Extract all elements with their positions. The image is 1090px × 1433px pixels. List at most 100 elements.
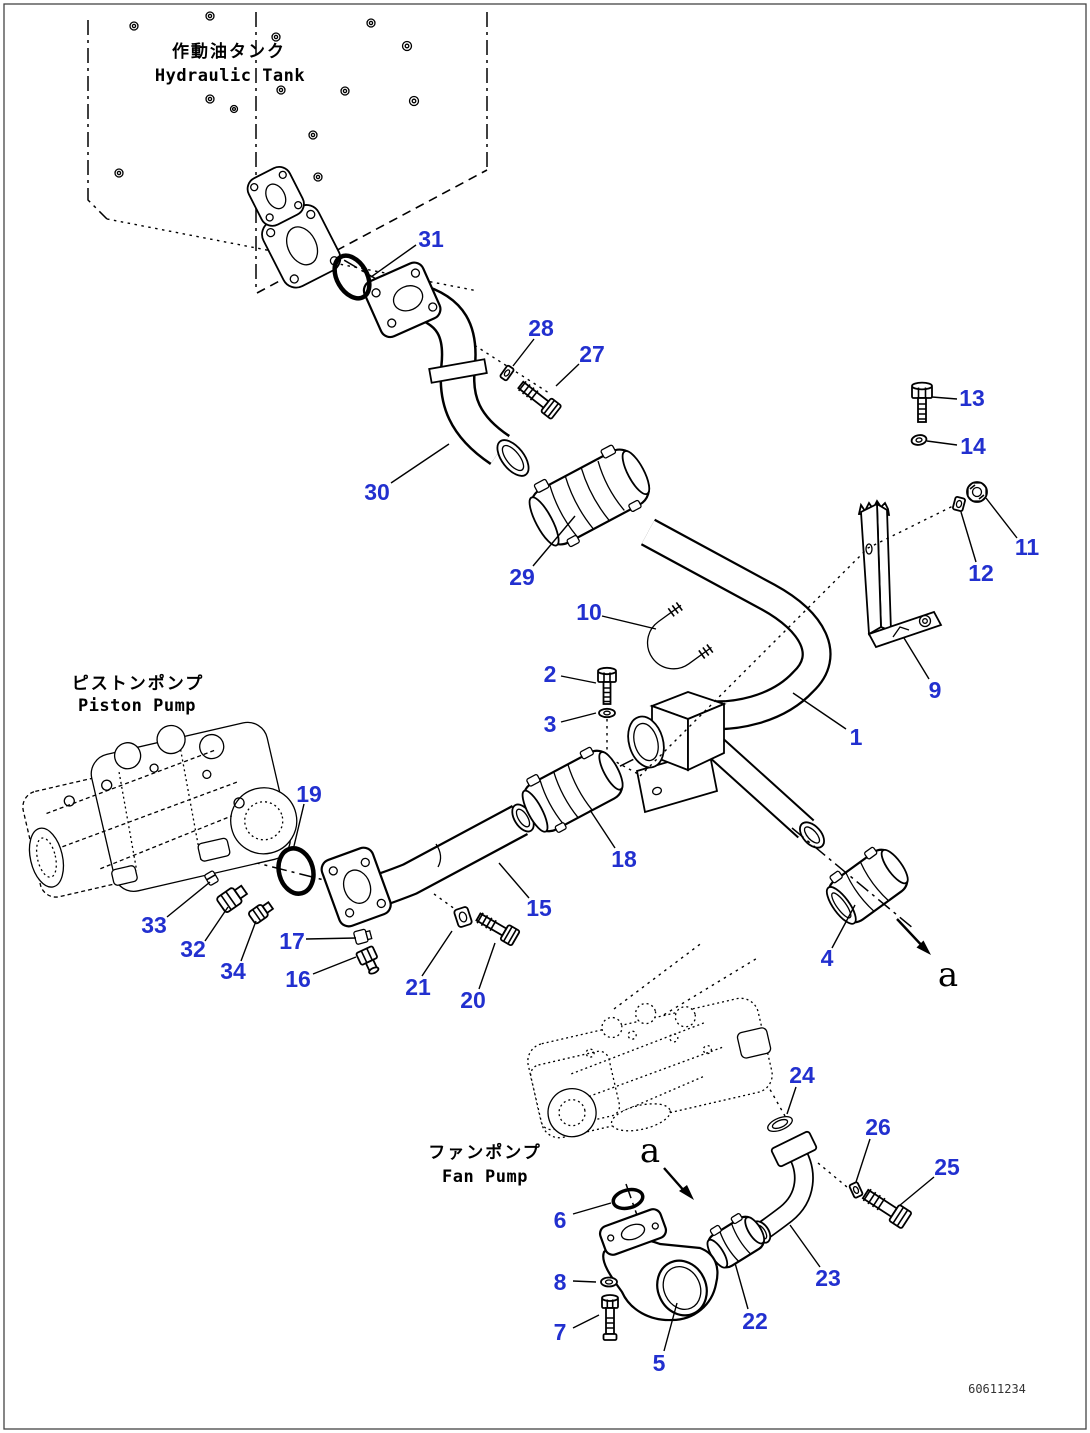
part-14-washer — [910, 434, 928, 446]
callout-5[interactable]: 5 — [653, 1350, 666, 1376]
pipe-1-open-end — [799, 821, 825, 849]
callout-2[interactable]: 2 — [544, 661, 557, 687]
callout-leader-lines — [166, 244, 1018, 1352]
tank-port-flange — [246, 166, 342, 289]
callout-28[interactable]: 28 — [528, 315, 554, 341]
leader-line-7 — [572, 1314, 600, 1329]
part-26-washer — [848, 1181, 864, 1199]
callout-32[interactable]: 32 — [180, 936, 206, 962]
leader-line-18 — [589, 809, 616, 849]
leader-line-4 — [831, 904, 856, 949]
callout-18[interactable]: 18 — [611, 846, 637, 872]
callout-20[interactable]: 20 — [460, 987, 486, 1013]
leader-line-19 — [293, 803, 305, 847]
callout-16[interactable]: 16 — [285, 966, 311, 992]
part-24-seal — [767, 1115, 793, 1133]
view-label-1: a — [640, 1131, 660, 1171]
callout-9[interactable]: 9 — [929, 677, 942, 703]
part-1-main-pipe — [627, 518, 832, 849]
part-5-elbow — [598, 1208, 719, 1322]
callout-10[interactable]: 10 — [576, 599, 602, 625]
callout-1[interactable]: 1 — [850, 724, 863, 750]
leader-line-26 — [855, 1138, 871, 1183]
view-label-0: a — [938, 955, 958, 995]
part-3-washer — [598, 707, 616, 719]
part-11-nut — [966, 481, 988, 503]
fan-pump-label-jp: ファンポンプ — [428, 1142, 542, 1163]
part-29-hose-coupling — [528, 444, 651, 548]
callout-13[interactable]: 13 — [959, 385, 985, 411]
part-28-washer — [499, 364, 515, 382]
piston-pump-label-jp: ピストンポンプ — [72, 673, 205, 694]
part-32-sensor — [216, 884, 249, 913]
part-15-tube-assembly — [320, 803, 535, 928]
callout-19[interactable]: 19 — [296, 781, 322, 807]
callout-34[interactable]: 34 — [220, 958, 246, 984]
callout-6[interactable]: 6 — [554, 1207, 567, 1233]
part-4-hose-coupling — [825, 846, 909, 925]
callout-33[interactable]: 33 — [141, 912, 167, 938]
part-6-o-ring — [611, 1187, 645, 1211]
callout-22[interactable]: 22 — [742, 1308, 768, 1334]
part-13-bolt — [911, 381, 933, 423]
page-border — [3, 3, 1087, 1430]
callout-21[interactable]: 21 — [405, 974, 431, 1000]
part-7-bolt — [601, 1294, 619, 1341]
callout-4[interactable]: 4 — [821, 945, 834, 971]
pipe-30-flange — [362, 261, 442, 339]
leader-line-27 — [555, 363, 580, 387]
leader-line-31 — [370, 244, 417, 278]
part-10-u-bolt — [646, 601, 714, 670]
leader-line-20 — [478, 942, 496, 990]
callout-14[interactable]: 14 — [960, 433, 986, 459]
callout-15[interactable]: 15 — [526, 895, 552, 921]
callout-17[interactable]: 17 — [279, 928, 305, 954]
callout-31[interactable]: 31 — [418, 226, 444, 252]
callout-12[interactable]: 12 — [968, 560, 994, 586]
leader-line-3 — [560, 712, 597, 723]
hydraulic-tank-label-en: Hydraulic Tank — [155, 66, 305, 86]
callout-3[interactable]: 3 — [544, 711, 557, 737]
view-arrow-head-0 — [916, 940, 931, 955]
callout-11[interactable]: 11 — [1015, 534, 1040, 560]
part-17-pin — [353, 928, 373, 945]
leader-line-32 — [204, 906, 229, 942]
callout-27[interactable]: 27 — [579, 341, 605, 367]
callout-7[interactable]: 7 — [554, 1319, 567, 1345]
pipe-30-outlet — [496, 439, 530, 477]
leader-line-28 — [512, 338, 535, 367]
fan-pump-drawing — [527, 997, 773, 1139]
callout-23[interactable]: 23 — [815, 1265, 841, 1291]
piston-pump-label-en: Piston Pump — [78, 696, 196, 716]
leader-line-9 — [903, 637, 930, 680]
callout-24[interactable]: 24 — [789, 1062, 815, 1088]
callout-25[interactable]: 25 — [934, 1154, 960, 1180]
leader-line-6 — [572, 1202, 612, 1215]
callout-8[interactable]: 8 — [554, 1269, 567, 1295]
leader-line-14 — [926, 440, 958, 446]
view-arrow-head-1 — [679, 1185, 694, 1200]
callout-30[interactable]: 30 — [364, 479, 390, 505]
hydraulic-tank-drawing — [87, 11, 488, 294]
centerlines-front — [639, 505, 954, 930]
fan-pump-label-en: Fan Pump — [442, 1167, 528, 1187]
pipe-1-tee-block — [627, 691, 727, 772]
leader-line-29 — [532, 515, 576, 567]
part-2-bolt — [597, 666, 617, 705]
leader-line-30 — [390, 443, 450, 484]
part-27-bolt — [517, 380, 562, 420]
piston-pump-drawing — [22, 721, 298, 898]
leader-line-33 — [166, 881, 211, 918]
part-12-washer — [952, 495, 966, 513]
drawing-number: 60611234 — [968, 1382, 1026, 1396]
callout-26[interactable]: 26 — [865, 1114, 891, 1140]
tank-bolt-holes — [114, 11, 420, 218]
callout-29[interactable]: 29 — [509, 564, 535, 590]
leader-line-25 — [898, 1176, 935, 1207]
part-30-elbow-pipe — [362, 261, 530, 477]
part-22-hose-coupling — [706, 1213, 765, 1269]
part-20-bolt — [475, 912, 521, 947]
